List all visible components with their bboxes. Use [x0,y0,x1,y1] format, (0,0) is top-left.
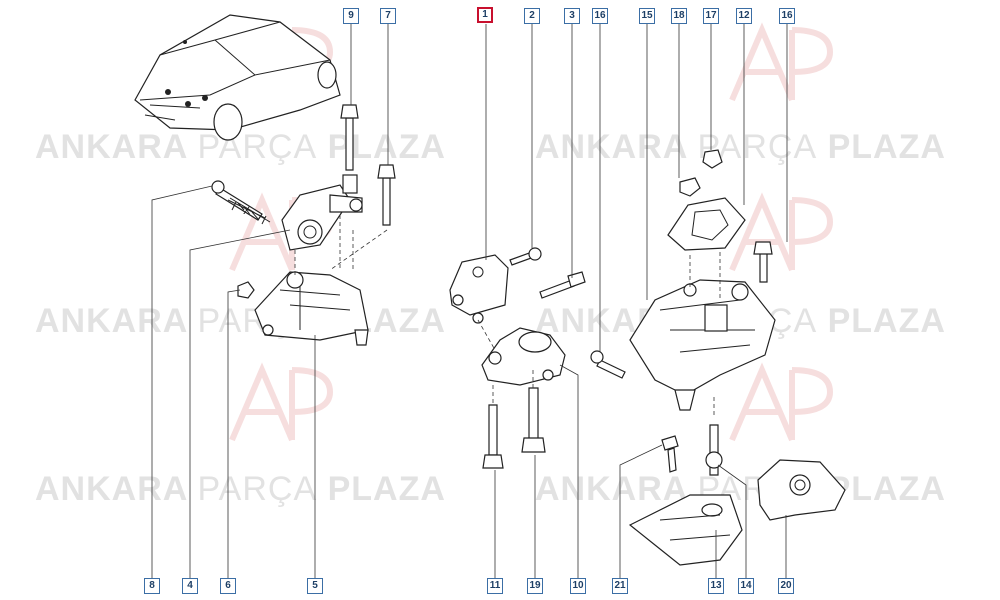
callout-21[interactable]: 21 [612,578,628,594]
dimension-x-label: X [243,205,251,217]
nut-18 [679,177,701,197]
bolt-11 [482,404,504,469]
bolt-21 [661,435,679,473]
callout-10[interactable]: 10 [570,578,586,594]
callout-16[interactable]: 16 [592,8,608,24]
left-bracket-5 [254,271,369,346]
bolt-19 [521,387,546,453]
leader-lines [151,24,788,578]
callout-1-selected[interactable]: 1 [477,7,493,23]
callout-17[interactable]: 17 [703,8,719,24]
callout-18[interactable]: 18 [671,8,687,24]
callout-2[interactable]: 2 [524,8,540,24]
callout-14[interactable]: 14 [738,578,754,594]
callout-8[interactable]: 8 [144,578,160,594]
bracket-13 [628,494,743,566]
callout-15[interactable]: 15 [639,8,655,24]
left-bolt-9 [340,104,359,171]
car-illustration [134,14,341,141]
bolt-16 [590,350,626,379]
callout-12[interactable]: 12 [736,8,752,24]
callout-11[interactable]: 11 [487,578,503,594]
left-bolt-7 [377,164,396,226]
left-nut-6 [237,281,255,299]
callout-4[interactable]: 4 [182,578,198,594]
callout-7[interactable]: 7 [380,8,396,24]
callout-6[interactable]: 6 [220,578,236,594]
mount-10 [481,327,566,386]
stud-14 [705,424,723,476]
bolt-2 [509,247,542,266]
bolt-16-right [753,241,773,283]
callout-20[interactable]: 20 [778,578,794,594]
left-engine-mount [281,174,363,251]
callout-13[interactable]: 13 [708,578,724,594]
callout-5[interactable]: 5 [307,578,323,594]
watermark-text: ANKARA PARÇA PLAZA [35,470,446,508]
pad-12 [667,197,746,251]
callout-3[interactable]: 3 [564,8,580,24]
bolt-3 [539,271,586,299]
callout-16-right[interactable]: 16 [779,8,795,24]
mount-20 [757,459,846,521]
bracket-1 [449,254,509,324]
callout-9[interactable]: 9 [343,8,359,24]
callout-19[interactable]: 19 [527,578,543,594]
nut-17 [702,149,723,169]
